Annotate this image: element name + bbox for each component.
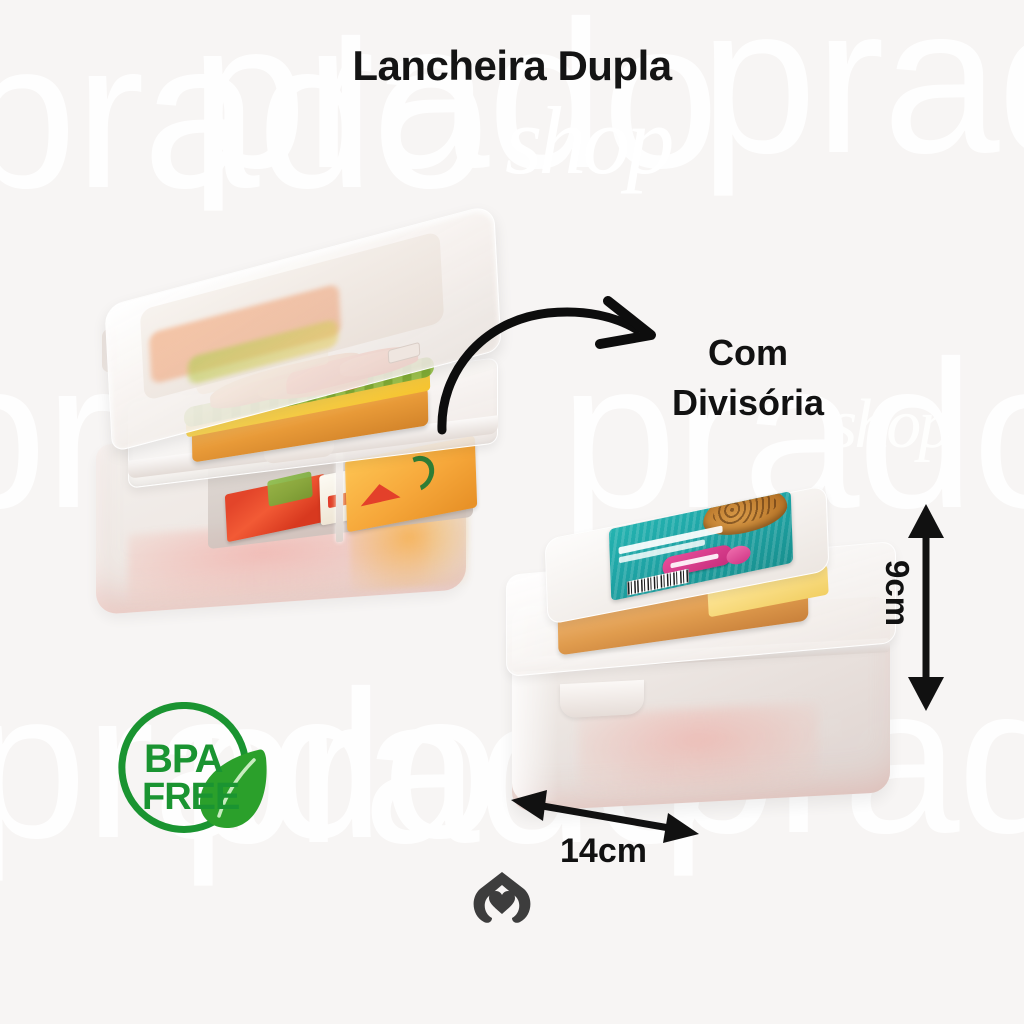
watermark-prado: prado [190, 0, 719, 212]
bpa-text: BPA [144, 737, 223, 781]
watermark-shop-script: shop [505, 87, 674, 194]
bpa-free-badge: BPA FREE [108, 702, 288, 857]
product-image-closed-lunchbox [498, 485, 918, 828]
dimension-width-arrow-icon [505, 780, 705, 855]
callout-line-2: Divisória [671, 381, 825, 423]
dimension-height-arrow-icon [898, 500, 954, 720]
page-title: Lancheira Dupla [352, 42, 672, 89]
lunchbox-front-latch [560, 679, 644, 719]
curved-arrow-icon [420, 255, 680, 445]
watermark-prado: prado [700, 0, 1024, 197]
brand-heart-logo-icon [462, 858, 542, 943]
callout-line-1: Com [708, 332, 788, 373]
lunchbox-divider [336, 449, 343, 543]
free-text: FREE [142, 776, 239, 818]
dimension-width-label: 14cm [560, 832, 647, 870]
dimension-height-label: 9cm [879, 560, 916, 627]
callout-text: Com Divisória [618, 328, 878, 427]
